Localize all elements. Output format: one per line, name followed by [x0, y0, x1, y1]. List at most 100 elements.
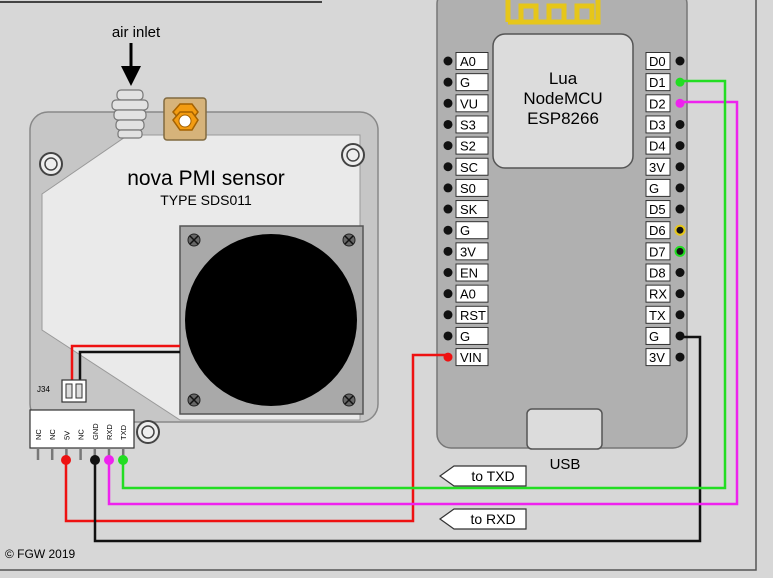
mcu-pin-right-10: D8	[645, 263, 685, 282]
usb-connector	[526, 408, 603, 450]
sensor-pin-label: NC	[48, 429, 57, 440]
mount-hole-top-left	[39, 152, 63, 176]
mcu-pin-left-7: SK	[443, 200, 489, 219]
mcu-pin-label: 3V	[460, 244, 476, 259]
sensor-pin-label: TXD	[119, 424, 128, 440]
mount-hole-bottom	[136, 420, 160, 444]
mcu-pin-label: G	[460, 329, 470, 344]
fan-screw-bottom-left	[187, 393, 201, 407]
mcu-pin-right-0: D0	[645, 52, 685, 70]
wires	[61, 79, 739, 543]
mcu-pin-right-8: D6	[645, 221, 686, 240]
air-outlet-fitting	[163, 97, 207, 141]
to-txd-label: to TXD	[471, 468, 514, 484]
air-inlet-arrow	[121, 43, 141, 86]
sensor-title: nova PMI sensor	[127, 167, 285, 190]
mcu-label-line2: NodeMCU	[523, 89, 602, 108]
mcu-pin-label: G	[649, 181, 659, 196]
sensor-pin-header	[29, 409, 135, 449]
mcu-pin-left-6: S0	[443, 178, 489, 197]
fan-screw-bottom-right	[342, 393, 356, 407]
mcu-pin-label: G	[649, 329, 659, 344]
wire-rxd-to-d2	[107, 100, 739, 506]
mcu-pin-left-0: A0	[443, 52, 489, 70]
mcu-pin-label: SC	[460, 160, 478, 175]
mcu-pin-label: TX	[649, 308, 666, 323]
mcu-label-line3: ESP8266	[527, 109, 599, 128]
mcu-pin-label: D6	[649, 223, 666, 238]
jumper-label: J34	[37, 385, 50, 394]
frame-border	[0, 0, 757, 571]
sensor-dot-rxd	[104, 455, 114, 465]
sensor-type: TYPE SDS011	[160, 192, 252, 208]
mcu-pin-right-11: RX	[645, 284, 685, 303]
fan-screw-top-right	[342, 233, 356, 247]
usb-label: USB	[550, 456, 581, 473]
fan-wire-red	[70, 344, 180, 384]
mcu-pin-left-2: VU	[443, 94, 489, 113]
mcu-pin-label: D3	[649, 117, 666, 132]
mcu-pin-label: A0	[460, 287, 476, 302]
to-rxd-label: to RXD	[470, 511, 515, 527]
nodemcu-board: Lua NodeMCU ESP8266 USB A0GVUS3S2SCS0SKG…	[436, 0, 688, 473]
air-inlet-nozzle	[111, 89, 149, 139]
mcu-pin-left-13: G	[443, 326, 489, 345]
fan-wire-black	[78, 350, 180, 384]
sensor-pin-1: NC	[48, 429, 57, 460]
mcu-pin-label: VIN	[460, 350, 482, 365]
mcu-pin-right-9: D7	[645, 242, 686, 261]
mcu-pin-label: RST	[460, 308, 486, 323]
mcu-pin-label: VU	[460, 96, 478, 111]
mcu-pin-right-5: 3V	[645, 157, 685, 176]
mcu-pin-left-8: G	[443, 221, 489, 240]
sensor-fan	[179, 225, 364, 415]
wifi-antenna	[505, 0, 601, 25]
mcu-pin-left-1: G	[443, 73, 489, 92]
mcu-pin-right-3: D3	[645, 115, 685, 134]
mcu-pin-label: SK	[460, 202, 478, 217]
mcu-pin-right-4: D4	[645, 136, 685, 155]
mcu-pin-label: D2	[649, 96, 666, 111]
fan-screw-top-left	[187, 233, 201, 247]
mcu-pin-right-6: G	[645, 178, 685, 197]
mcu-label-line1: Lua	[549, 69, 578, 88]
sensor-pin-label: 5V	[62, 431, 71, 440]
sensor-pin-3: NC	[77, 429, 86, 460]
mcu-pin-left-9: 3V	[443, 242, 489, 261]
copyright: © FGW 2019	[5, 547, 76, 561]
wire-gnd-to-g	[93, 335, 702, 543]
mcu-pin-left-5: SC	[443, 157, 489, 176]
sensor-dot-gnd	[90, 455, 100, 465]
mcu-pin-right-2: D2	[645, 94, 685, 113]
mcu-pin-label: S3	[460, 117, 476, 132]
mcu-pin-label: D8	[649, 266, 666, 281]
mount-hole-top-right	[341, 143, 365, 167]
sensor-pin-0: NC	[34, 429, 43, 460]
mcu-pin-label: 3V	[649, 350, 665, 365]
mcu-pin-left-11: A0	[443, 284, 489, 303]
mcu-pin-label: S0	[460, 181, 476, 196]
mcu-pin-left-4: S2	[443, 136, 489, 155]
mcu-pin-label: EN	[460, 266, 478, 281]
mcu-pin-right-14: 3V	[645, 348, 685, 367]
mcu-pin-left-12: RST	[443, 305, 489, 324]
to-rxd-tag: to RXD	[438, 508, 527, 530]
mcu-pin-left-14: VIN	[443, 348, 489, 367]
mcu-pin-label: D0	[649, 54, 666, 69]
mcu-pin-label: RX	[649, 287, 667, 302]
mcu-pin-label: A0	[460, 54, 476, 69]
sensor-pin-label: GND	[91, 423, 100, 440]
sensor-dot-5v	[61, 455, 71, 465]
mcu-pin-label: S2	[460, 139, 476, 154]
mcu-pin-left-10: EN	[443, 263, 489, 282]
mcu-pin-label: G	[460, 75, 470, 90]
mcu-pin-left-3: S3	[443, 115, 489, 134]
to-txd-tag: to TXD	[438, 465, 527, 487]
sensor-dot-txd	[118, 455, 128, 465]
sensor-pin-label: NC	[34, 429, 43, 440]
mcu-pin-label: D4	[649, 139, 666, 154]
mcu-pin-right-7: D5	[645, 200, 685, 219]
